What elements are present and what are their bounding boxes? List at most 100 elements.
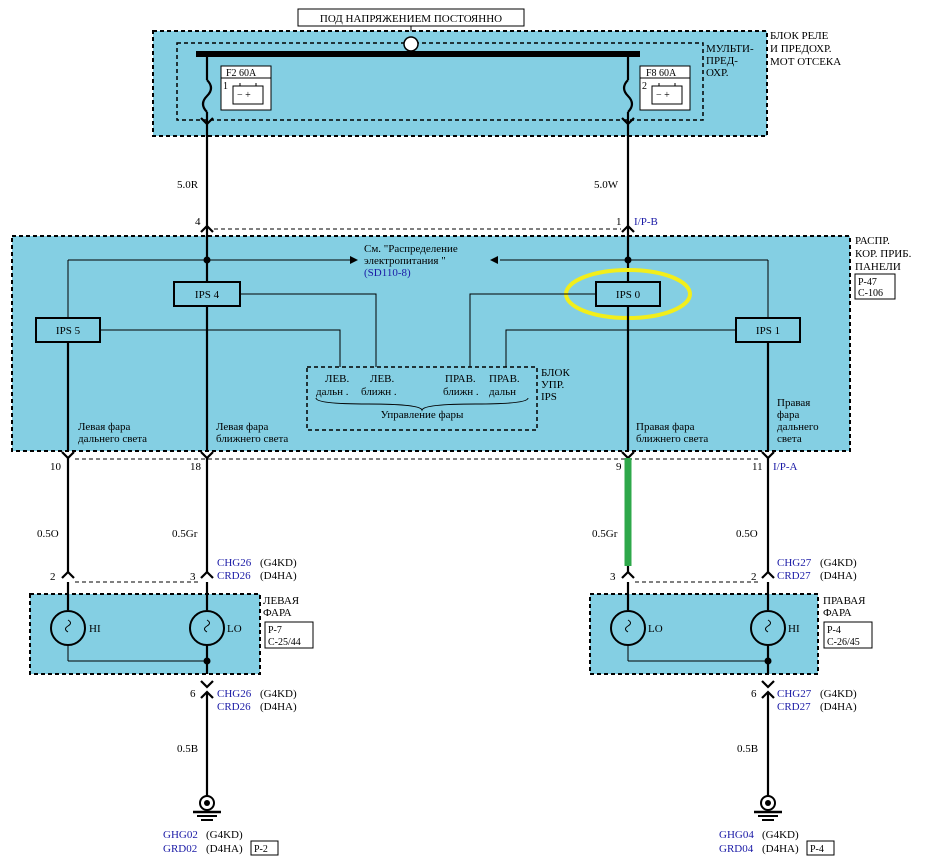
ip-panel-title-3: ПАНЕЛИ <box>855 261 901 273</box>
left-conn-crd26[interactable]: CRD26 <box>217 570 251 582</box>
ctrl-lev-d2: дальн . <box>316 386 349 398</box>
fuse-f2-pin: 1 <box>223 81 228 92</box>
see-note-2: электропитания " <box>364 255 446 267</box>
ctrl-block-title-3: IPS <box>541 391 557 403</box>
right-conn-crd27-note: (D4HA) <box>820 570 857 582</box>
left-gnd-ref: P-2 <box>254 844 268 855</box>
left-gnd-ghg02-note: (G4KD) <box>206 829 243 841</box>
left-head-pin-2: 2 <box>50 571 56 583</box>
right-gconn-crd27-note: (D4HA) <box>820 701 857 713</box>
left-gconn-crd26[interactable]: CRD26 <box>217 701 251 713</box>
ip-panel-title-1: РАСПР. <box>855 235 890 247</box>
ipa-connector[interactable]: I/P-A <box>773 461 798 473</box>
right-ground-wire: 0.5B <box>737 743 758 755</box>
right-head-ref-2: C-26/45 <box>827 637 860 648</box>
ips-1-box <box>735 317 801 343</box>
ctrl-lev-b: ЛЕВ. <box>370 373 395 385</box>
see-note-1: См. "Распределение <box>364 243 458 255</box>
ctrl-lev-b2: ближн . <box>361 386 397 398</box>
multi-fuse-box <box>176 42 704 121</box>
ips-4-label: IPS 4 <box>195 289 220 301</box>
left-gconn-chg26-note: (G4KD) <box>260 688 297 700</box>
left-head-ref-1: P-7 <box>268 625 282 636</box>
left-gconn-crd26-note: (D4HA) <box>260 701 297 713</box>
right-lamp-lo: LO <box>648 623 663 635</box>
right-head-title-1: ПРАВАЯ <box>823 595 866 607</box>
ip-panel-ref-2: C-106 <box>858 288 883 299</box>
out-left-low-2: ближнего света <box>216 433 288 445</box>
ips-5-label: IPS 5 <box>56 325 81 337</box>
right-gconn-chg27-note: (G4KD) <box>820 688 857 700</box>
right-ground-pin-6: 6 <box>751 688 757 700</box>
bus-bar <box>196 51 640 57</box>
ctrl-block-title-1: БЛОК <box>541 367 570 379</box>
left-gnd-grd02[interactable]: GRD02 <box>163 843 197 855</box>
right-conn-chg27-note: (G4KD) <box>820 557 857 569</box>
left-gconn-chg26[interactable]: CHG26 <box>217 688 252 700</box>
left-head-title-2: ФАРА <box>263 607 292 619</box>
see-ref-sd110-8[interactable]: (SD110-8) <box>364 267 411 279</box>
fuse-f2: F2 60A 1 − + <box>201 57 272 120</box>
left-ground-pin-6: 6 <box>190 688 196 700</box>
ipb-pin-1: 1 <box>616 216 622 228</box>
wire-right-high: 0.5O <box>736 528 758 540</box>
right-gnd-ghg04-note: (G4KD) <box>762 829 799 841</box>
ip-junction-panel <box>11 235 851 452</box>
ipa-pin-18: 18 <box>190 461 202 473</box>
right-gnd-ref: P-4 <box>810 844 824 855</box>
out-right-low-2: ближнего света <box>636 433 708 445</box>
right-conn-chg27[interactable]: CHG27 <box>777 557 812 569</box>
out-right-high-1: Правая <box>777 397 810 409</box>
right-lamp-hi: HI <box>788 623 800 635</box>
out-left-high-1: Левая фара <box>78 421 131 433</box>
ctrl-prav-d: ПРАВ. <box>489 373 520 385</box>
ipb-connector[interactable]: I/P-B <box>634 216 658 228</box>
fuse-f8-label: F8 60A <box>646 68 677 79</box>
out-right-low-1: Правая фара <box>636 421 695 433</box>
ctrl-block-title-2: УПР. <box>541 379 564 391</box>
left-head-pin-3: 3 <box>190 571 196 583</box>
left-ground-icon <box>193 795 221 821</box>
right-gnd-ghg04[interactable]: GHG04 <box>719 829 754 841</box>
out-left-low-1: Левая фара <box>216 421 269 433</box>
ips-5-box <box>35 317 101 343</box>
right-head-ref-1: P-4 <box>827 625 841 636</box>
left-conn-crd26-note: (D4HA) <box>260 570 297 582</box>
left-head-ref-2: C-25/44 <box>268 637 301 648</box>
relay-block-title-2: И ПРЕДОХР. <box>770 43 832 55</box>
right-ground-icon <box>754 795 782 821</box>
ctrl-prav-b: ПРАВ. <box>445 373 476 385</box>
multi-fuse-title-2: ПРЕД- <box>706 55 738 67</box>
battery-icon-right: − + <box>656 90 670 101</box>
left-lamp-lo: LO <box>227 623 242 635</box>
power-source-terminal <box>403 36 419 52</box>
wire-5-0w: 5.0W <box>594 179 619 191</box>
relay-block-title-1: БЛОК РЕЛЕ <box>770 30 829 42</box>
left-gnd-grd02-note: (D4HA) <box>206 843 243 855</box>
ctrl-prav-b2: ближн . <box>443 386 479 398</box>
right-gconn-crd27[interactable]: CRD27 <box>777 701 811 713</box>
wire-right-low: 0.5Gr <box>592 528 618 540</box>
right-gconn-chg27[interactable]: CHG27 <box>777 688 812 700</box>
ctrl-prav-d2: дальн <box>489 386 516 398</box>
wire-left-low: 0.5Gr <box>172 528 198 540</box>
top-label: ПОД НАПРЯЖЕНИЕМ ПОСТОЯННО <box>320 13 502 25</box>
left-head-title-1: ЛЕВАЯ <box>263 595 300 607</box>
ips-1-label: IPS 1 <box>756 325 780 337</box>
ctrl-caption: Управление фары <box>381 409 464 421</box>
multi-fuse-title-3: ОХР. <box>706 67 729 79</box>
ctrl-lev-d: ЛЕВ. <box>325 373 350 385</box>
fuse-f8-pin: 2 <box>642 81 647 92</box>
left-gnd-ghg02[interactable]: GHG02 <box>163 829 198 841</box>
ip-panel-title-2: КОР. ПРИБ. <box>855 248 912 260</box>
ips-control-block <box>306 366 538 431</box>
left-headlamp-panel <box>29 593 261 675</box>
relay-block-title-3: МОТ ОТСЕКА <box>770 56 841 68</box>
ips-0-label: IPS 0 <box>616 289 641 301</box>
right-gnd-grd04[interactable]: GRD04 <box>719 843 754 855</box>
battery-icon-left: − + <box>237 90 251 101</box>
right-head-title-2: ФАРА <box>823 607 852 619</box>
left-conn-chg26[interactable]: CHG26 <box>217 557 252 569</box>
right-conn-crd27[interactable]: CRD27 <box>777 570 811 582</box>
